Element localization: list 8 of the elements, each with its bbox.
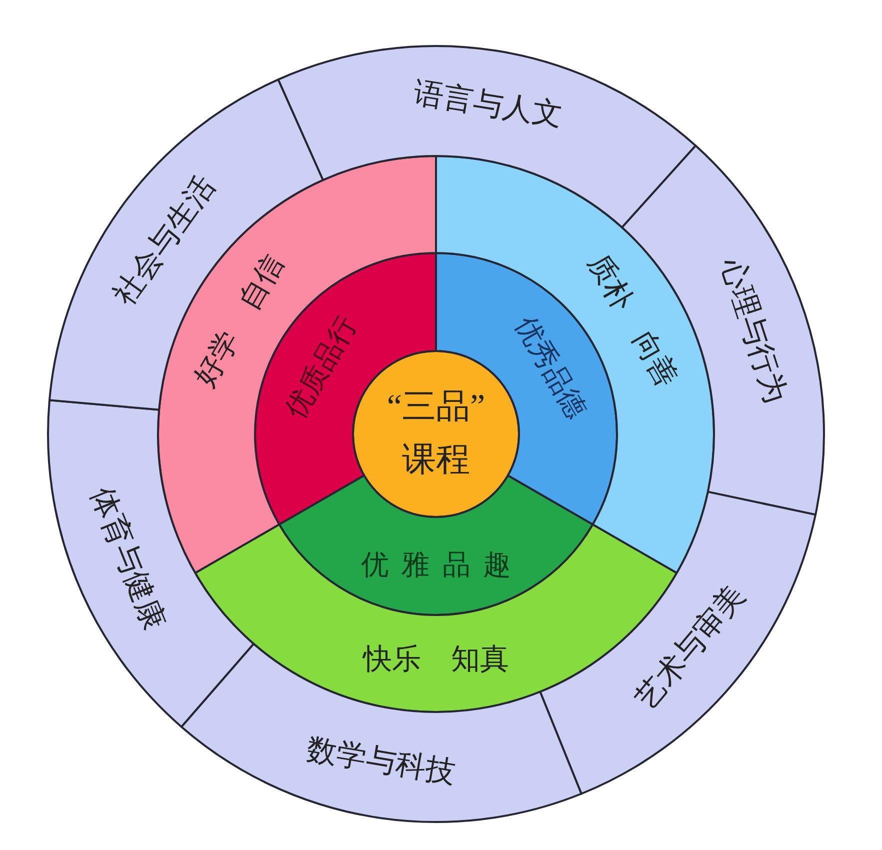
segment-label: 艺术与审美 (630, 580, 752, 717)
segment-label: 体育与健康 (84, 482, 172, 635)
segment-label: 心理与行为 (714, 254, 792, 408)
segment-label: 语言与人文 (411, 76, 565, 134)
segment-label: 快乐 知真 (362, 643, 510, 677)
center-label: “三品”课程 (386, 387, 486, 480)
segment-label: 优雅品趣 (360, 550, 524, 582)
segment-label: 数学与科技 (304, 733, 458, 792)
